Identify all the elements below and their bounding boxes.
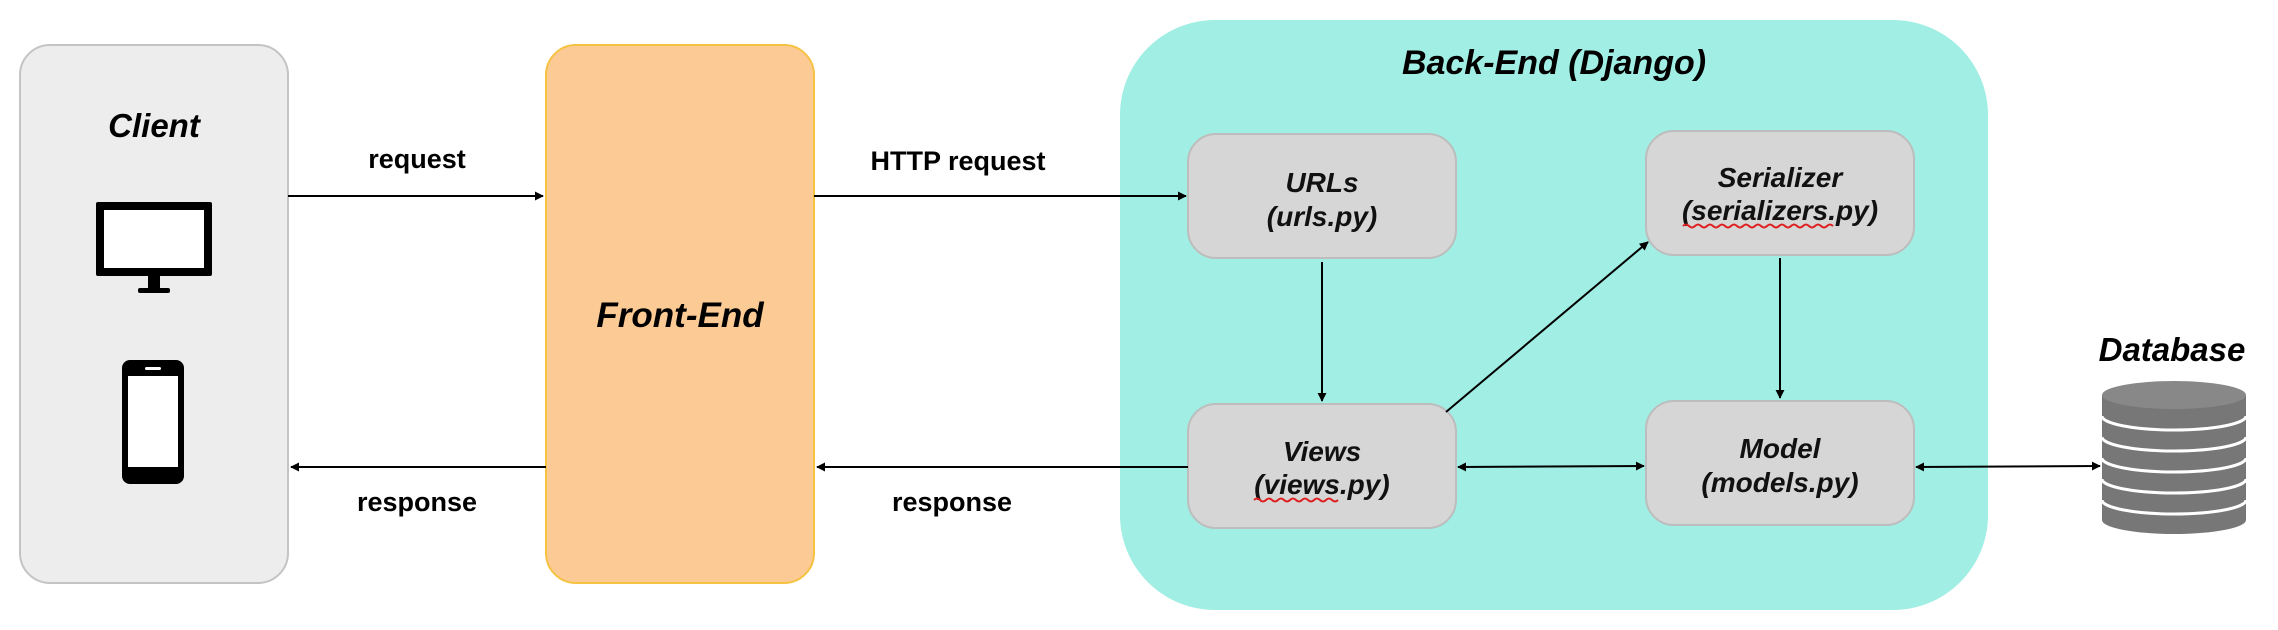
frontend-title: Front-End bbox=[596, 296, 764, 335]
model-database-bidirectional-arrow bbox=[1915, 461, 2101, 472]
database-title: Database bbox=[2099, 331, 2246, 368]
views-to-serializer-arrow bbox=[1445, 241, 1649, 413]
http-request-label: HTTP request bbox=[870, 146, 1045, 176]
backend-response-label: response bbox=[892, 487, 1012, 517]
backend-title: Back-End (Django) bbox=[1402, 44, 1706, 82]
spellcheck-underline bbox=[1253, 497, 1339, 503]
serializer-label: Serializer bbox=[1718, 162, 1845, 193]
urls-label: URLs bbox=[1285, 167, 1358, 198]
serializer-file-label: (serializers.py) bbox=[1682, 195, 1878, 226]
database-icon bbox=[2100, 381, 2248, 534]
serializer-node bbox=[1645, 130, 1915, 256]
monitor-icon bbox=[96, 202, 212, 293]
urls-file-label: (urls.py) bbox=[1267, 201, 1377, 232]
model-label: Model bbox=[1740, 433, 1822, 464]
frontend-panel bbox=[545, 44, 815, 584]
model-file-label: (models.py) bbox=[1701, 467, 1858, 498]
views-file-label: (views.py) bbox=[1254, 469, 1389, 500]
views-label: Views bbox=[1283, 436, 1361, 467]
phone-icon bbox=[122, 360, 184, 484]
client-title: Client bbox=[108, 107, 202, 144]
client-panel bbox=[19, 44, 289, 584]
client-request-label: request bbox=[368, 144, 466, 174]
client-response-label: response bbox=[357, 487, 477, 517]
spellcheck-underline bbox=[1682, 223, 1834, 229]
model-node bbox=[1645, 400, 1915, 526]
urls-node bbox=[1187, 133, 1457, 259]
views-model-bidirectional-arrow bbox=[1457, 461, 1645, 472]
